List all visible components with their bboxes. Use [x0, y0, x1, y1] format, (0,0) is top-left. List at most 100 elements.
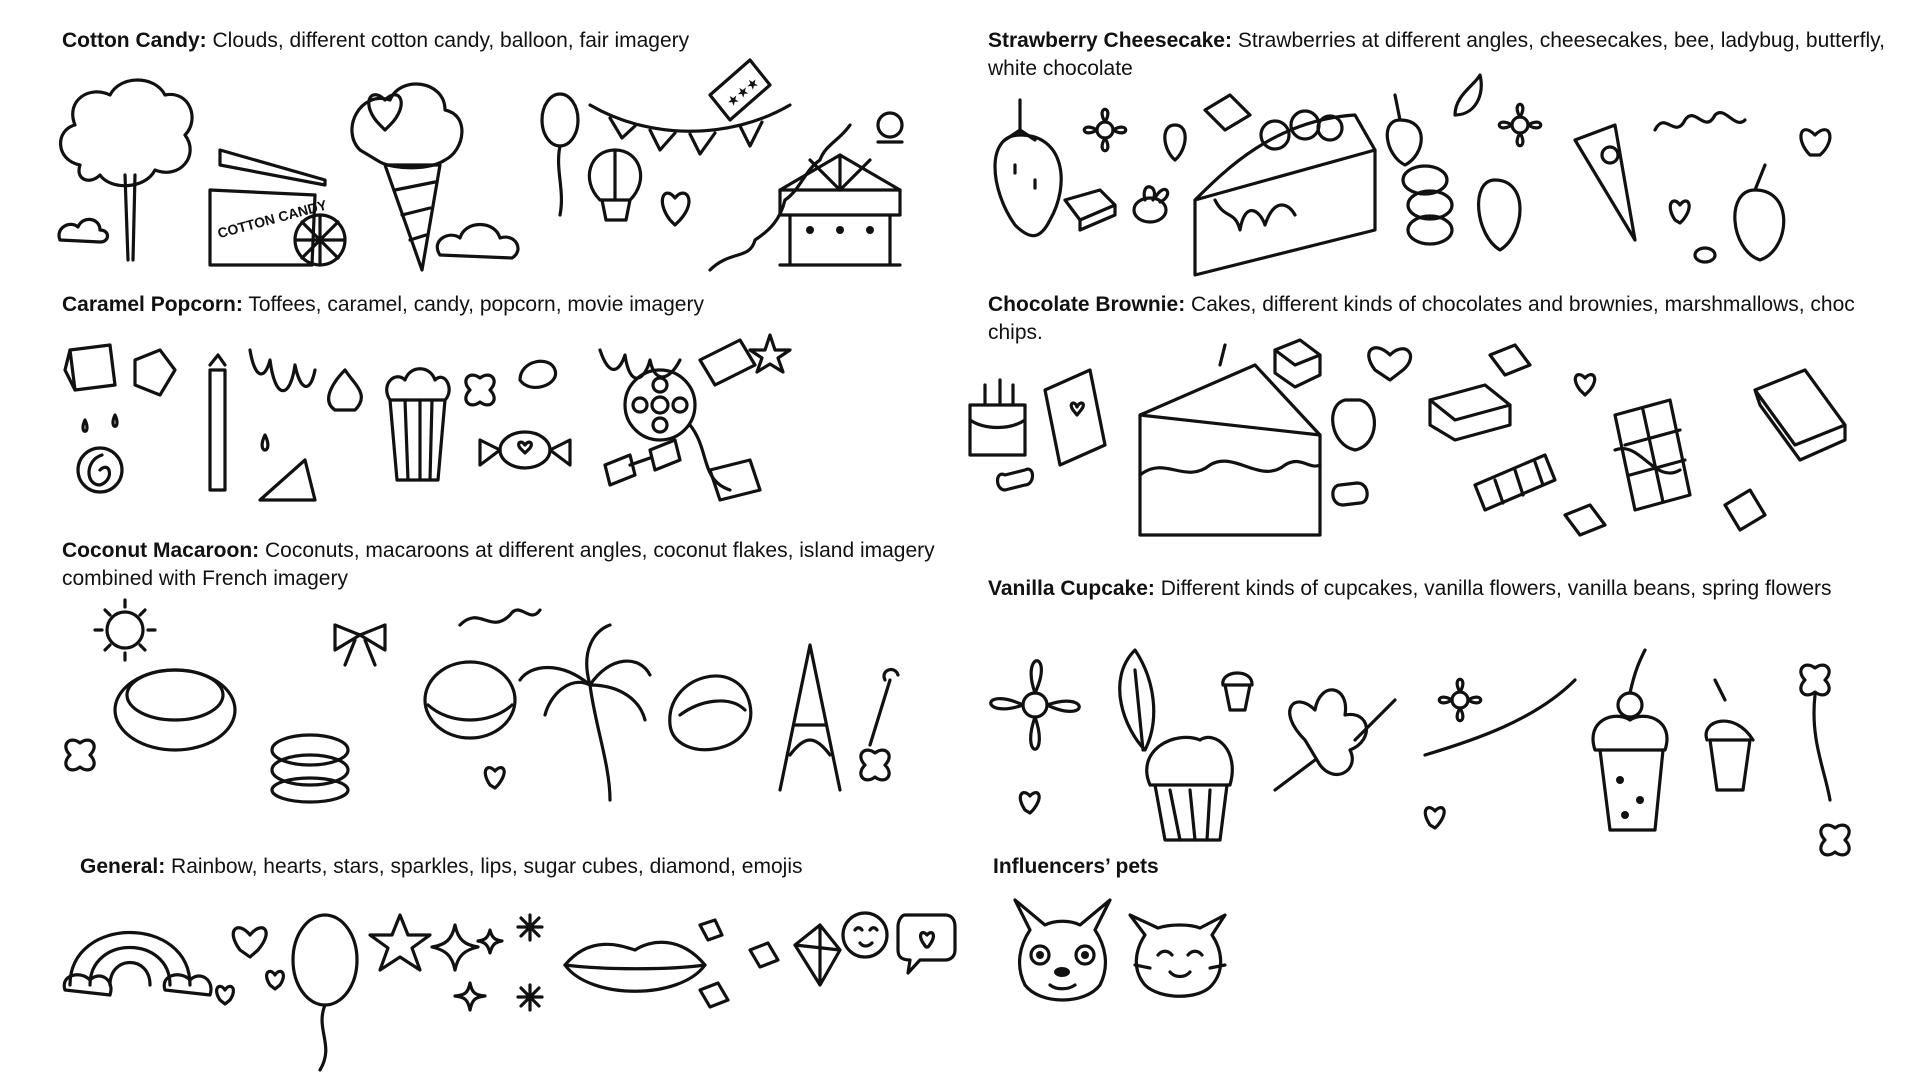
cupcake-icon — [1221, 671, 1254, 712]
section-chocolate-brownie: Chocolate Brownie: Cakes, different kind… — [988, 291, 1888, 347]
caramel-drip-icon — [598, 348, 682, 380]
section-general: General: Rainbow, hearts, stars, sparkle… — [80, 853, 960, 881]
section-title: Influencers’ pets — [993, 855, 1159, 878]
ladybug-icon — [1693, 246, 1717, 264]
section-cotton-candy: Cotton Candy: Clouds, different cotton c… — [62, 27, 942, 55]
caption-vanilla-cupcake: Vanilla Cupcake: Different kinds of cupc… — [988, 575, 1888, 603]
asterisk-sparkle-icon — [516, 913, 544, 1012]
section-vanilla-cupcake: Vanilla Cupcake: Different kinds of cupc… — [988, 575, 1888, 603]
dog-icon — [1013, 898, 1112, 1002]
flower-icon — [64, 738, 96, 772]
heart-icon — [1018, 791, 1041, 815]
cloud-icon — [708, 123, 852, 272]
vanilla-cupcake-doodles — [989, 648, 1851, 857]
caption-coconut-macaroon: Coconut Macaroon: Coconuts, macaroons at… — [62, 537, 942, 593]
cheesecake-slice-icon — [1573, 123, 1637, 242]
brownie-icon — [1753, 368, 1847, 462]
strawberry-slices-icon — [1401, 164, 1454, 246]
strawberry-icon — [1476, 178, 1522, 252]
section-title: General: — [80, 855, 166, 878]
bee-icon — [1132, 185, 1170, 224]
flower-icon — [464, 373, 496, 407]
ticket-icon — [708, 458, 762, 502]
section-title: Chocolate Brownie: — [988, 293, 1186, 316]
cat-icon — [1128, 913, 1227, 998]
coconut-icon — [668, 674, 753, 752]
flower-icon — [1799, 663, 1832, 802]
birthday-cake-icon — [968, 378, 1027, 457]
section-description: Cakes, different kinds of chocolates and… — [988, 293, 1855, 344]
marshmallow-icon — [1331, 481, 1369, 507]
chocolate-bar-icon — [1613, 398, 1692, 512]
strawberry-icon — [1733, 163, 1786, 262]
strawberry-icon — [1385, 93, 1423, 167]
section-description: Toffees, caramel, candy, popcorn, movie … — [242, 293, 704, 316]
sandwich-icon — [258, 458, 317, 502]
white-chocolate-icon — [1203, 93, 1252, 132]
palm-tree-icon — [518, 623, 652, 802]
sparkle-icon — [476, 928, 504, 955]
chocolate-chunk-icon — [1488, 343, 1532, 377]
general-doodles — [62, 911, 957, 1072]
heart-icon — [215, 984, 235, 1006]
section-description: Strawberries at different angles, cheese… — [988, 29, 1885, 80]
section-description: Different kinds of cupcakes, vanilla flo… — [1154, 577, 1832, 600]
heart-icon — [660, 191, 691, 227]
ticket-icon: ★★★ — [708, 58, 772, 122]
drip-icon — [1653, 111, 1747, 132]
glasses-icon — [603, 438, 682, 487]
caption-caramel-popcorn: Caramel Popcorn: Toffees, caramel, candy… — [62, 291, 942, 319]
balloon-icon — [291, 913, 359, 1072]
section-title: Vanilla Cupcake: — [988, 577, 1155, 600]
coconut-flakes-icon — [458, 608, 542, 627]
heart-icon — [1367, 346, 1413, 382]
caramel-drip-icon — [248, 348, 317, 393]
sparkle-icon — [453, 981, 487, 1012]
flower-icon — [1819, 823, 1851, 857]
bow-icon — [333, 623, 387, 667]
emoji-icon — [841, 911, 889, 959]
cupcake-icon — [1591, 648, 1669, 832]
star-icon — [748, 333, 792, 374]
heart-icon — [1573, 373, 1597, 397]
cupcake-icon — [1145, 735, 1234, 842]
cake-slice-icon — [1138, 343, 1322, 537]
butterfly-icon — [1799, 128, 1832, 157]
cloud-icon — [57, 217, 110, 244]
heart-icon — [483, 766, 506, 790]
carousel-icon — [778, 153, 902, 267]
section-title: Caramel Popcorn: — [62, 293, 243, 316]
pets-doodles — [1013, 898, 1227, 1002]
coconut-macaroon-doodles — [64, 598, 900, 804]
coconut-icon — [113, 668, 237, 752]
section-description: Rainbow, hearts, stars, sparkles, lips, … — [165, 855, 803, 878]
chocolate-brownie-doodles — [968, 338, 1847, 537]
candy-icon — [478, 430, 572, 470]
eiffel-tower-icon — [778, 643, 842, 792]
diamond-icon — [793, 923, 842, 987]
strawberry-cheesecake-doodles — [993, 73, 1832, 277]
cotton-candy-cone-icon — [350, 82, 464, 272]
marshmallow-icon — [995, 467, 1035, 492]
sun-icon — [93, 598, 157, 662]
cart-icon: COTTON CANDY — [208, 148, 347, 267]
wafer-roll-icon — [1473, 453, 1557, 512]
balloon-icon — [540, 92, 580, 217]
truffle-icon — [1331, 398, 1376, 452]
strawberry-icon — [1163, 123, 1187, 162]
section-strawberry-cheesecake: Strawberry Cheesecake: Strawberries at d… — [988, 27, 1888, 83]
leaf-icon — [1453, 73, 1483, 117]
cheesecake-icon — [1193, 109, 1377, 277]
caption-influencers-pets: Influencers’ pets — [993, 853, 1793, 881]
sparkle-icon — [430, 923, 480, 972]
flower-icon — [1497, 102, 1543, 148]
film-reel-icon — [623, 368, 732, 492]
caption-general: General: Rainbow, hearts, stars, sparkle… — [80, 853, 960, 881]
cloud-icon — [435, 223, 520, 260]
candy-icon — [698, 338, 757, 387]
sugar-cube-icon — [748, 941, 780, 969]
cotton-candy-doodles: COTTON CANDY ★★★ — [57, 58, 904, 272]
section-description: Coconuts, macaroons at different angles,… — [62, 539, 935, 590]
sugar-cube-icon — [698, 981, 730, 1009]
section-title: Cotton Candy: — [62, 29, 207, 52]
